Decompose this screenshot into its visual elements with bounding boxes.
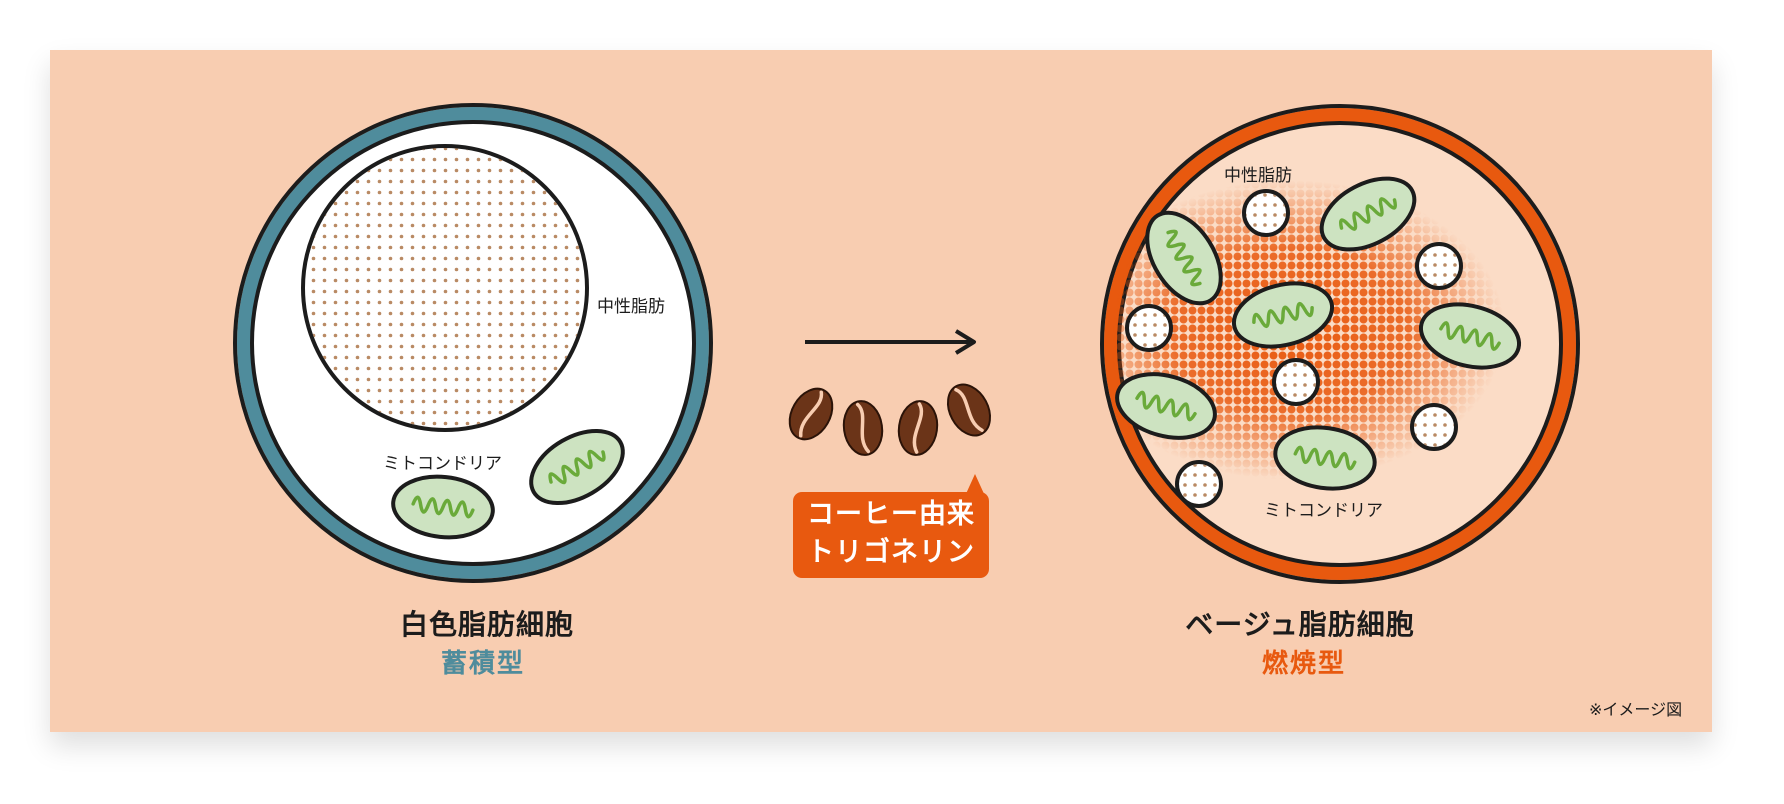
fat-droplets <box>1125 189 1463 508</box>
left-cell-type: 蓄積型 <box>440 649 526 679</box>
beige-fat-cell <box>1100 104 1580 584</box>
right-cell-title: ベージュ脂肪細胞 <box>1185 608 1415 641</box>
left-mito-label: ミトコンドリア <box>383 454 502 474</box>
arrow-right-icon <box>805 329 976 355</box>
white-fat-cell <box>233 103 713 583</box>
badge-line-1: コーヒー由来 <box>807 499 975 530</box>
right-cell-type: 燃焼型 <box>1261 649 1347 679</box>
left-cell-title: 白色脂肪細胞 <box>399 608 575 641</box>
badge-line-2: トリゴネリン <box>807 537 975 568</box>
trigonelline-badge-text: コーヒー由来 トリゴネリン <box>793 496 989 572</box>
right-fat-label: 中性脂肪 <box>1224 166 1292 186</box>
left-fat-label: 中性脂肪 <box>597 297 665 317</box>
trigonelline-badge <box>793 474 989 578</box>
coffee-bean-icon <box>779 375 1001 460</box>
image-note: ※イメージ図 <box>1589 700 1683 719</box>
right-mito-label: ミトコンドリア <box>1264 501 1383 521</box>
